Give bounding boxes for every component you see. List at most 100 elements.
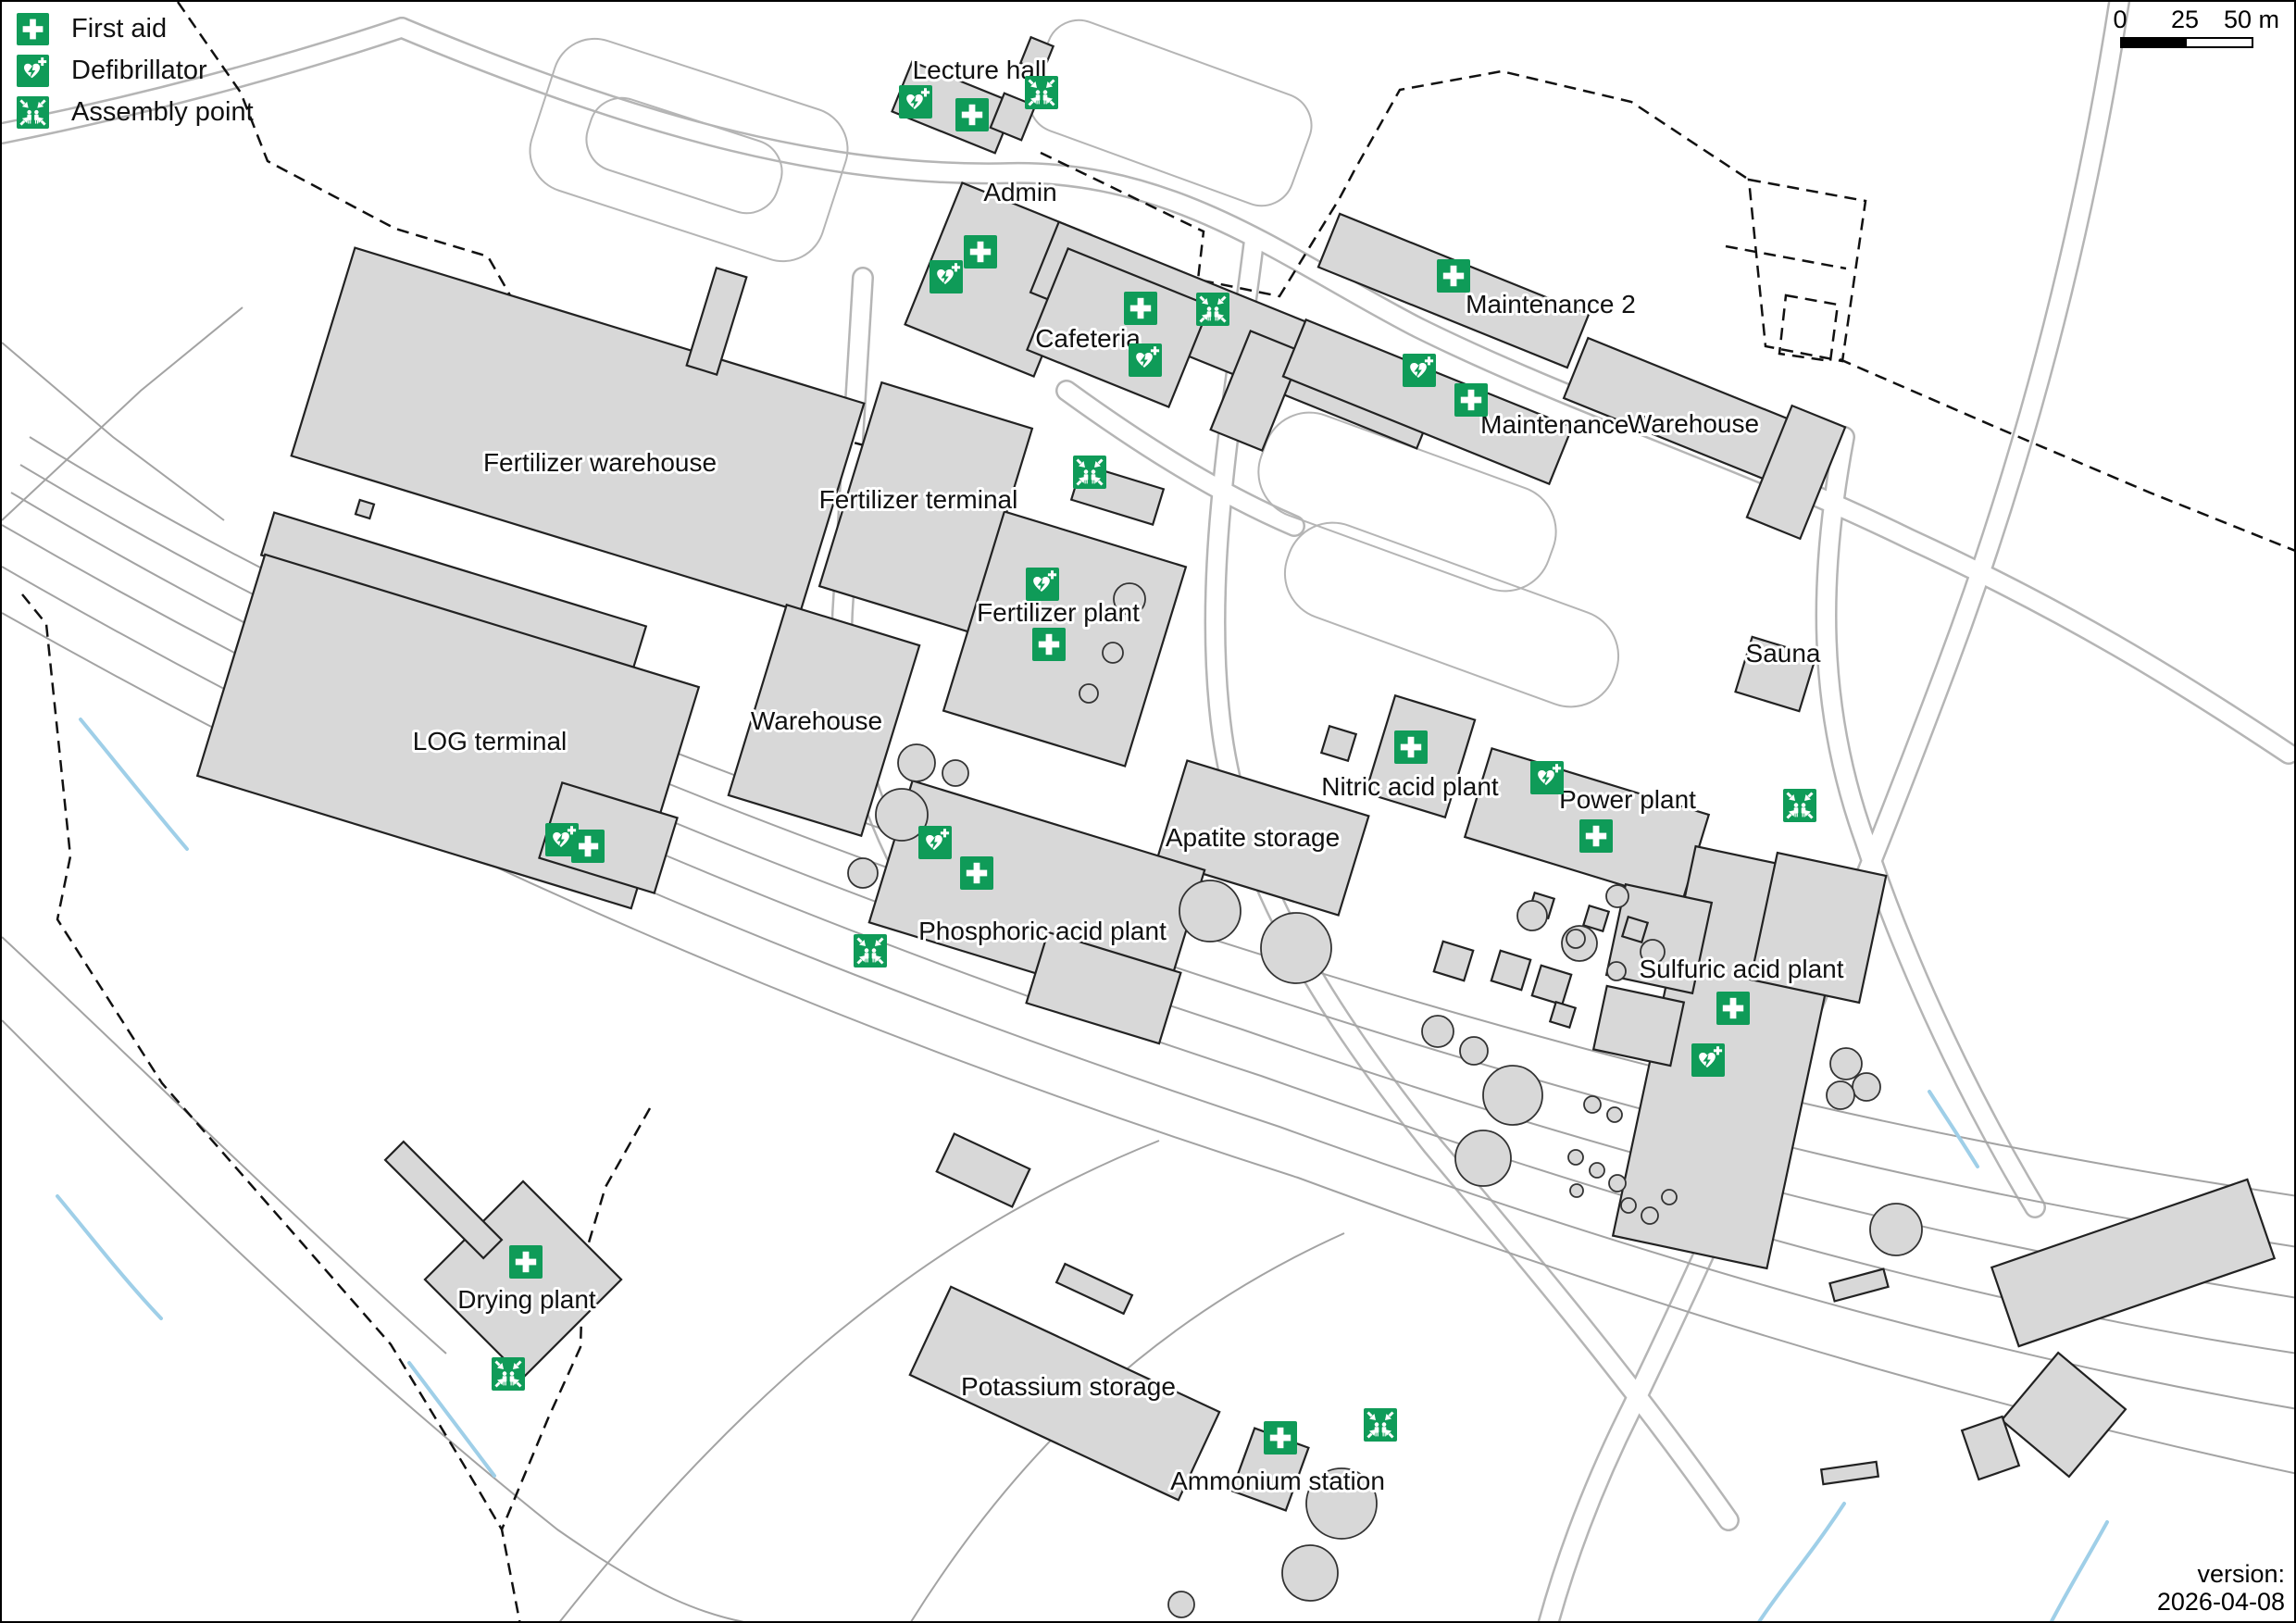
- storage-tank: [1113, 582, 1146, 616]
- building: [1490, 949, 1532, 992]
- building-label: LOG terminal: [413, 727, 568, 755]
- assembly-point-icon: [17, 96, 49, 129]
- building: [1209, 330, 1304, 452]
- scale-bar-filled: [2122, 39, 2187, 46]
- building: [727, 603, 921, 838]
- storage-tank: [1566, 929, 1586, 949]
- first-aid-icon: [1032, 628, 1066, 661]
- first-aid-icon: [955, 98, 989, 131]
- building-label: Nitric acid plant: [1321, 772, 1499, 801]
- building: [1581, 904, 1611, 933]
- building: [989, 92, 1037, 142]
- storage-tank: [1167, 1591, 1195, 1618]
- building: [1054, 1262, 1134, 1316]
- storage-tank: [897, 743, 936, 782]
- first-aid-icon: [1716, 992, 1750, 1025]
- storage-tank: [1260, 912, 1332, 984]
- parking-area: [1257, 411, 1557, 593]
- version-date: 2026-04-08: [2156, 1587, 2285, 1616]
- scale-bar: 0 25 50 m: [2092, 6, 2280, 57]
- first-aid-icon: [964, 235, 997, 268]
- storage-tank: [1305, 1467, 1378, 1540]
- building-label: Sulfuric acid plant: [1639, 955, 1843, 983]
- building: [1025, 930, 1182, 1045]
- building-label: Apatite storage: [1166, 823, 1340, 852]
- building-label: Fertilizer warehouse: [483, 448, 717, 477]
- first-aid-icon: [17, 13, 49, 45]
- legend-item-assembly-point: Assembly point: [17, 96, 254, 129]
- storage-tank: [1852, 1072, 1881, 1102]
- stream: [2049, 1520, 2109, 1621]
- building: [685, 267, 748, 376]
- storage-tank: [1589, 1162, 1605, 1179]
- building: [1319, 724, 1358, 763]
- building: [354, 498, 376, 520]
- site-boundary: [1747, 178, 1867, 363]
- first-aid-icon: [1124, 292, 1157, 325]
- defibrillator-icon: [1691, 1043, 1725, 1077]
- building: [1749, 851, 1888, 1005]
- building-label: Fertilizer terminal: [819, 485, 1018, 514]
- scale-bar-rule: [2120, 37, 2253, 48]
- building-label: Fertilizer plant: [977, 598, 1140, 627]
- assembly-point-icon: [1073, 456, 1106, 489]
- stream: [56, 1194, 163, 1320]
- building: [1591, 984, 1686, 1067]
- defibrillator-icon: [1129, 343, 1162, 377]
- parking-area: [529, 37, 849, 263]
- building-label: Cafeteria: [1035, 324, 1141, 353]
- storage-tank: [1829, 1047, 1863, 1080]
- legend-label: Assembly point: [71, 97, 254, 127]
- building-label: Drying plant: [457, 1285, 596, 1314]
- first-aid-icon: [1579, 819, 1613, 853]
- storage-tank: [1661, 1189, 1678, 1205]
- building: [1960, 1415, 2021, 1481]
- road: [393, 19, 2294, 763]
- site-boundary: [21, 593, 521, 1621]
- site-boundary: [500, 1107, 652, 1530]
- defibrillator-icon: [1530, 761, 1564, 794]
- first-aid-icon: [1454, 383, 1488, 417]
- defibrillator-icon: [1026, 568, 1059, 601]
- storage-tank: [1482, 1065, 1543, 1126]
- defibrillator-icon: [1403, 354, 1436, 387]
- storage-tank: [875, 788, 929, 842]
- defibrillator-icon: [17, 55, 49, 87]
- railway-track: [2, 1019, 745, 1621]
- assembly-point-icon: [1025, 76, 1058, 109]
- storage-tank: [1569, 1183, 1584, 1198]
- building-label: Power plant: [1559, 785, 1696, 814]
- storage-tank: [1606, 961, 1627, 981]
- legend-label: First aid: [71, 14, 168, 44]
- building: [1620, 915, 1650, 944]
- building: [290, 246, 866, 613]
- storage-tank: [1640, 939, 1666, 965]
- building: [1604, 882, 1714, 995]
- site-boundary: [1778, 293, 1840, 363]
- building: [1281, 318, 1574, 486]
- building: [1155, 759, 1370, 917]
- storage-tank: [847, 857, 879, 889]
- storage-tank: [1459, 1036, 1489, 1066]
- parking-area: [1283, 521, 1620, 708]
- storage-tank: [1516, 900, 1548, 931]
- building-label: Phosphoric acid plant: [918, 917, 1167, 945]
- version-stamp: version: 2026-04-08: [2157, 1560, 2285, 1616]
- stream: [79, 718, 189, 851]
- building: [1734, 635, 1817, 713]
- building: [1432, 940, 1475, 982]
- building-label: Warehouse: [751, 706, 882, 735]
- building: [1828, 1267, 1890, 1303]
- building-label: Maintenance 2: [1466, 290, 1636, 318]
- road: [1817, 428, 2044, 1217]
- building: [1530, 964, 1573, 1006]
- road: [1057, 381, 1304, 535]
- scale-tick-25: 25: [2170, 6, 2200, 33]
- scale-tick-50: 50 m: [2223, 6, 2280, 33]
- boundary-layer: [21, 2, 2294, 1621]
- first-aid-icon: [1394, 730, 1428, 764]
- storage-tank: [1079, 683, 1099, 704]
